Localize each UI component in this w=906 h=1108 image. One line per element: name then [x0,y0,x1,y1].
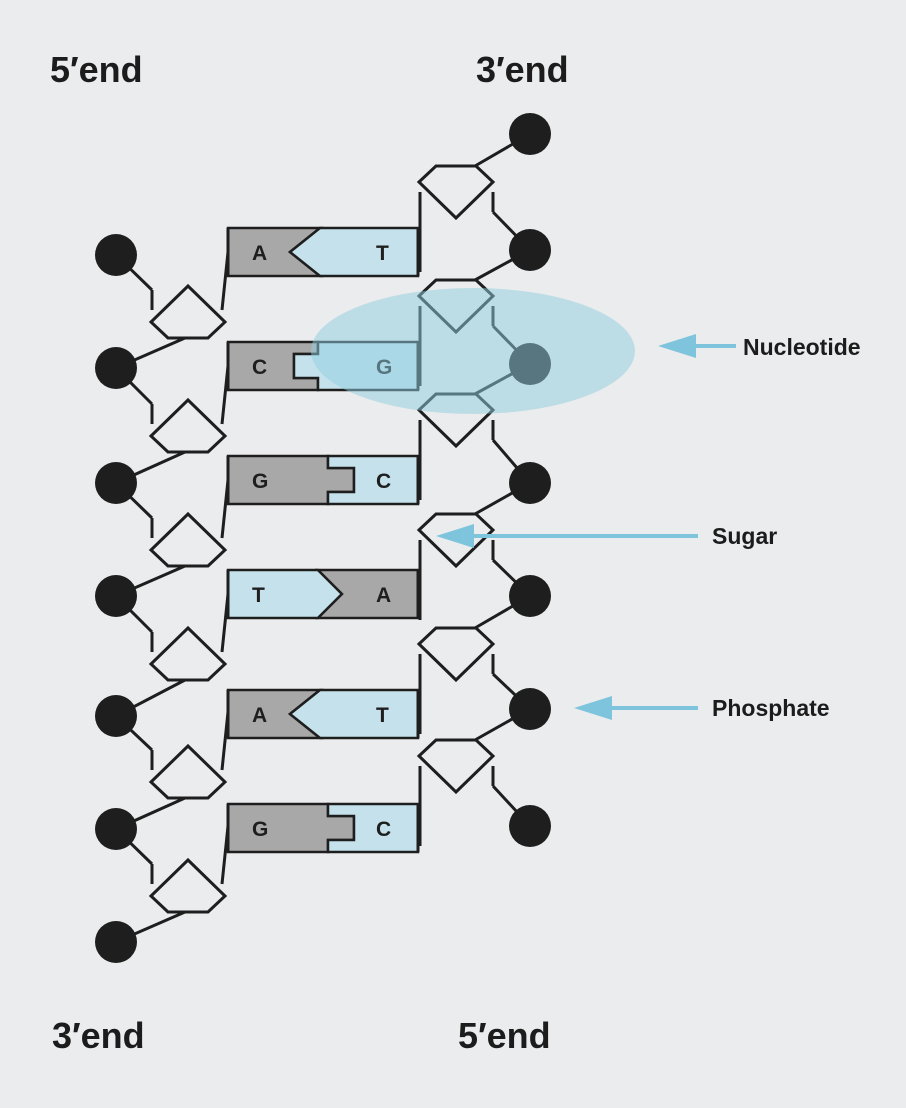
base-left-letter: A [252,704,267,727]
base-right-letter: C [376,818,391,841]
phosphate-circle [95,462,137,504]
phosphate-circle [509,462,551,504]
sugar-pentagon [148,397,228,454]
phosphate-circle [509,229,551,271]
phosphate-arrow [574,696,698,720]
sugar-pentagon [148,511,228,568]
base-left-letter: T [252,584,265,607]
sugar-pentagon [148,625,228,682]
phosphate-circle [95,347,137,389]
right-backbone [416,113,551,847]
sugar-pentagon [148,743,228,800]
base-right-block [287,226,420,278]
nucleotide-arrow [658,334,736,358]
sugar-pentagon [148,283,228,340]
phosphate-circle [95,921,137,963]
sugar-label: Sugar [712,523,777,549]
base-right-letter: T [376,242,389,265]
phosphate-label: Phosphate [712,695,830,721]
phosphate-circle [95,575,137,617]
label-5-end-top-left: 5′end [50,49,143,90]
sugar-arrow [436,524,698,548]
nucleotide-highlight [311,288,635,414]
phosphate-circle [509,113,551,155]
sugar-pentagon [416,738,496,795]
phosphate-circle [509,575,551,617]
base-left-letter: G [252,470,268,493]
phosphate-circle [509,805,551,847]
phosphate-circle [95,234,137,276]
sugar-pentagon [416,164,496,221]
base-left-letter: A [252,242,267,265]
base-right-block [314,568,420,620]
phosphate-circle [95,695,137,737]
sugar-pentagon [416,626,496,683]
sugar-pentagon [148,857,228,914]
left-backbone [95,234,230,963]
label-3-end-top-right: 3′end [476,49,569,90]
base-left-letter: C [252,356,267,379]
label-5-end-bottom-right: 5′end [458,1015,551,1056]
phosphate-circle [95,808,137,850]
base-left-letter: G [252,818,268,841]
label-3-end-bottom-left: 3′end [52,1015,145,1056]
nucleotide-label: Nucleotide [743,334,861,360]
base-right-letter: T [376,704,389,727]
base-right-letter: C [376,470,391,493]
base-right-letter: A [376,584,391,607]
phosphate-circle [509,688,551,730]
base-right-block [287,688,420,740]
